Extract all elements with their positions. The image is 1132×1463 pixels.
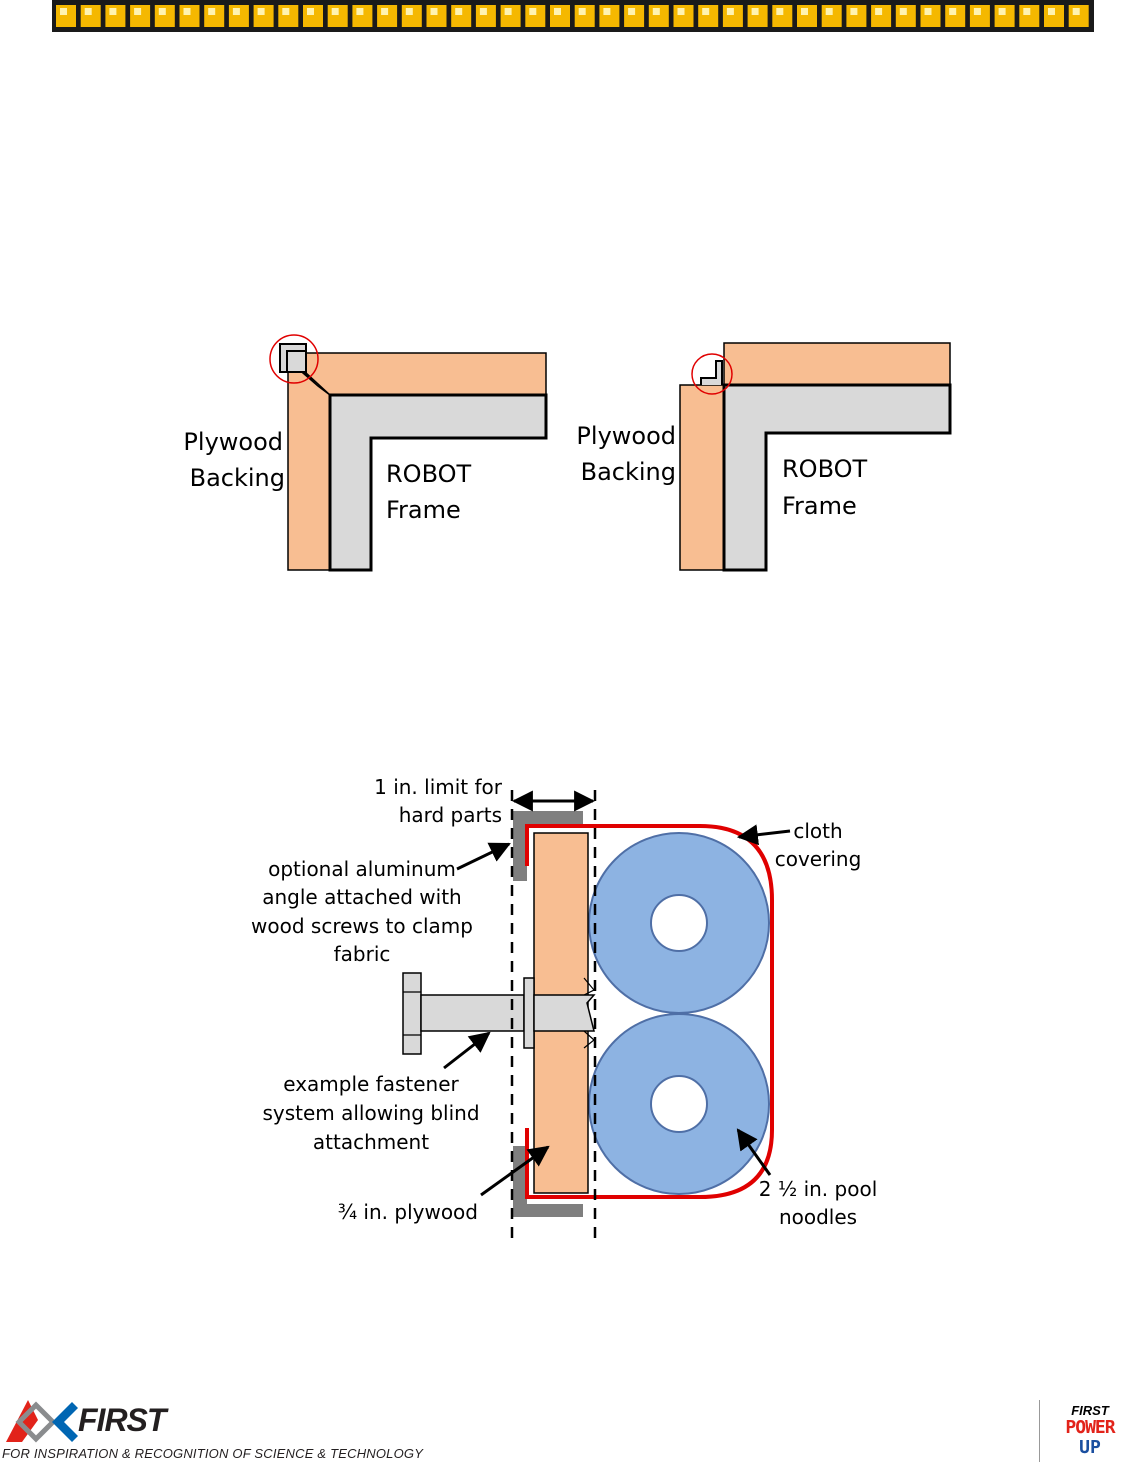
banner-block-highlight bbox=[603, 8, 611, 15]
robot-frame-label-line1: ROBOT bbox=[782, 455, 868, 483]
banner-block-highlight bbox=[677, 8, 685, 15]
banner-block-highlight bbox=[825, 8, 833, 15]
banner-block-highlight bbox=[776, 8, 784, 15]
banner-block-highlight bbox=[529, 8, 537, 15]
aluminum-angle-top bbox=[513, 811, 583, 824]
banner-block-highlight bbox=[751, 8, 759, 15]
robot-frame-label-line2: Frame bbox=[782, 492, 857, 520]
banner-block-highlight bbox=[257, 8, 265, 15]
cloth-label-line2: covering bbox=[775, 847, 862, 871]
plywood-backing-side bbox=[679, 384, 725, 571]
noodle-label-line2: noodles bbox=[779, 1205, 857, 1229]
frame-corner-diagram: Plywood Backing ROBOT Frame Plywood Back… bbox=[183, 334, 952, 572]
power-up-logo-line1: FIRST bbox=[1071, 1403, 1109, 1418]
fastener-label-line2: system allowing blind bbox=[262, 1101, 479, 1125]
banner-block-highlight bbox=[183, 8, 191, 15]
banner-block-highlight bbox=[875, 8, 883, 15]
robot-frame bbox=[722, 383, 952, 572]
banner-block-highlight bbox=[702, 8, 710, 15]
banner-block-highlight bbox=[455, 8, 463, 15]
aluminum-angle-bottom bbox=[513, 1204, 583, 1217]
banner-block-highlight bbox=[405, 8, 413, 15]
power-up-logo: FIRST POWER UP bbox=[1050, 1404, 1130, 1462]
angle-label-line3: wood screws to clamp bbox=[251, 914, 473, 938]
banner-block-highlight bbox=[479, 8, 487, 15]
banner-block-highlight bbox=[1023, 8, 1031, 15]
first-logo: FIRST FOR INSPIRATION & RECOGNITION OF S… bbox=[2, 1398, 442, 1463]
banner-block-highlight bbox=[924, 8, 932, 15]
banner-block-highlight bbox=[899, 8, 907, 15]
banner-block-highlight bbox=[998, 8, 1006, 15]
robot-frame-label-line2: Frame bbox=[386, 496, 461, 524]
banner-block-highlight bbox=[801, 8, 808, 15]
plywood-backing-label-line1: Plywood bbox=[576, 422, 676, 450]
fastener-label-line3: attachment bbox=[313, 1130, 429, 1154]
angle-label-line2: angle attached with bbox=[262, 885, 462, 909]
right-corner-diagram: Plywood Backing ROBOT Frame bbox=[576, 342, 952, 572]
banner-block-highlight bbox=[1072, 8, 1080, 15]
first-logo-icon bbox=[6, 1400, 78, 1443]
banner-block-highlight bbox=[208, 8, 216, 15]
banner-block-highlight bbox=[949, 8, 957, 15]
highlight-circle bbox=[269, 334, 319, 384]
plywood-backing-side bbox=[287, 358, 331, 571]
left-corner-diagram: Plywood Backing ROBOT Frame bbox=[183, 334, 548, 572]
robot-frame-label-line1: ROBOT bbox=[386, 460, 472, 488]
footer-divider bbox=[1039, 1400, 1040, 1462]
plywood-backing-label-line1: Plywood bbox=[183, 428, 283, 456]
banner-block-highlight bbox=[232, 8, 240, 15]
fastener bbox=[402, 972, 596, 1055]
power-up-logo-line3: UP bbox=[1079, 1437, 1101, 1458]
banner-block-highlight bbox=[652, 8, 660, 15]
banner-block-highlight bbox=[331, 8, 339, 15]
banner-block-highlight bbox=[1048, 8, 1055, 15]
robot-frame bbox=[328, 393, 548, 572]
bumper-cross-section-diagram: 1 in. limit for hard parts optional alum… bbox=[251, 775, 878, 1242]
banner-block-highlight bbox=[109, 8, 117, 15]
banner-block-highlight bbox=[973, 8, 981, 15]
banner-block-highlight bbox=[628, 8, 636, 15]
plywood-label: ¾ in. plywood bbox=[338, 1200, 478, 1224]
banner-block-highlight bbox=[84, 8, 92, 15]
banner-block-highlight bbox=[726, 8, 734, 15]
limit-label-line1: 1 in. limit for bbox=[374, 775, 503, 799]
plywood-backing-top bbox=[723, 342, 951, 386]
cloth-covering bbox=[525, 824, 774, 1199]
highlight-circle bbox=[691, 353, 733, 395]
power-up-logo-line2: POWER bbox=[1065, 1417, 1115, 1438]
cloth-label-line1: cloth bbox=[793, 819, 842, 843]
banner-block-highlight bbox=[578, 8, 586, 15]
banner-block-highlight bbox=[381, 8, 389, 15]
banner-block-highlight bbox=[554, 8, 561, 15]
banner-block-highlight bbox=[356, 8, 364, 15]
header-banner bbox=[52, 0, 1094, 32]
first-logo-text: FIRST bbox=[78, 1402, 166, 1438]
noodle-label-line1: 2 ½ in. pool bbox=[759, 1177, 878, 1201]
banner-block-highlight bbox=[282, 8, 290, 15]
banner-block-highlight bbox=[430, 8, 438, 15]
angle-label-line1: optional aluminum bbox=[268, 857, 456, 881]
banner-block-highlight bbox=[60, 8, 67, 15]
limit-label-line2: hard parts bbox=[399, 803, 502, 827]
plywood-backing-label-line2: Backing bbox=[581, 458, 676, 486]
banner-block-highlight bbox=[307, 8, 314, 15]
banner-block-highlight bbox=[850, 8, 858, 15]
banner-block-highlight bbox=[158, 8, 166, 15]
first-tagline: FOR INSPIRATION & RECOGNITION OF SCIENCE… bbox=[2, 1446, 424, 1461]
plywood-backing-label-line2: Backing bbox=[190, 464, 285, 492]
banner-block-highlight bbox=[504, 8, 512, 15]
banner-block-highlight bbox=[134, 8, 142, 15]
angle-label-line4: fabric bbox=[334, 942, 391, 966]
fastener-label-line1: example fastener bbox=[283, 1072, 459, 1096]
